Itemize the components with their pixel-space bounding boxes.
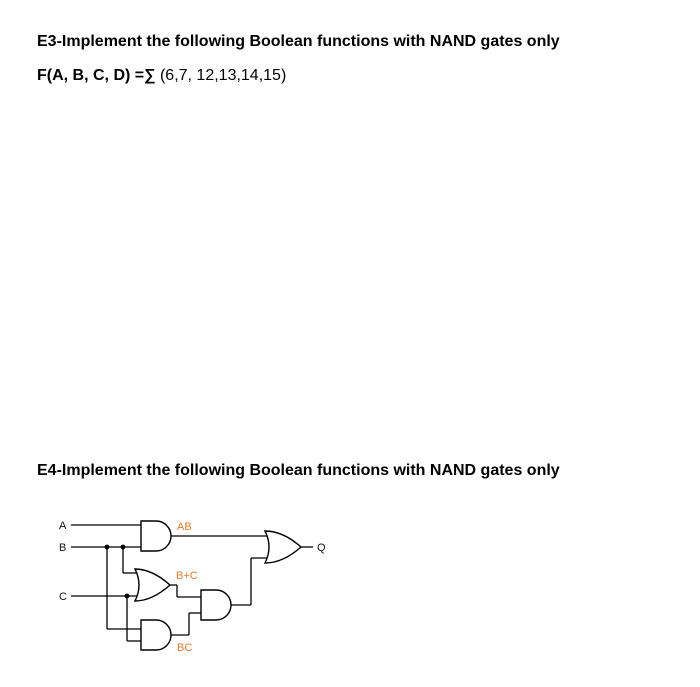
formula-function-label: F(A, B, C, D) =∑ <box>37 67 156 84</box>
e4-heading: E4-Implement the following Boolean funct… <box>37 462 560 479</box>
e3-heading: E3-Implement the following Boolean funct… <box>37 33 560 50</box>
junction-dot-b2 <box>120 544 126 550</box>
wires <box>71 524 313 642</box>
and-gate-ab <box>140 520 172 552</box>
junction-dot-c <box>124 593 130 599</box>
input-label-a: A <box>59 520 67 532</box>
formula-minterms: (6,7, 12,13,14,15) <box>155 67 287 84</box>
input-label-b: B <box>59 542 66 554</box>
or-gate-output <box>263 530 303 564</box>
and-gate-combined <box>200 589 232 621</box>
input-label-c: C <box>59 591 67 603</box>
term-label-ab: AB <box>177 521 192 533</box>
logic-circuit-diagram: A B C AB B+ <box>59 520 326 654</box>
and-gate-bc <box>140 619 172 651</box>
junction-dot-b1 <box>104 544 110 550</box>
or-gate-b-plus-c <box>133 568 172 602</box>
e3-formula: F(A, B, C, D) =∑ (6,7, 12,13,14,15) <box>37 66 286 86</box>
term-label-b-plus-c: B+C <box>176 570 198 582</box>
output-label-q: Q <box>317 542 326 554</box>
term-label-bc: BC <box>177 642 192 654</box>
